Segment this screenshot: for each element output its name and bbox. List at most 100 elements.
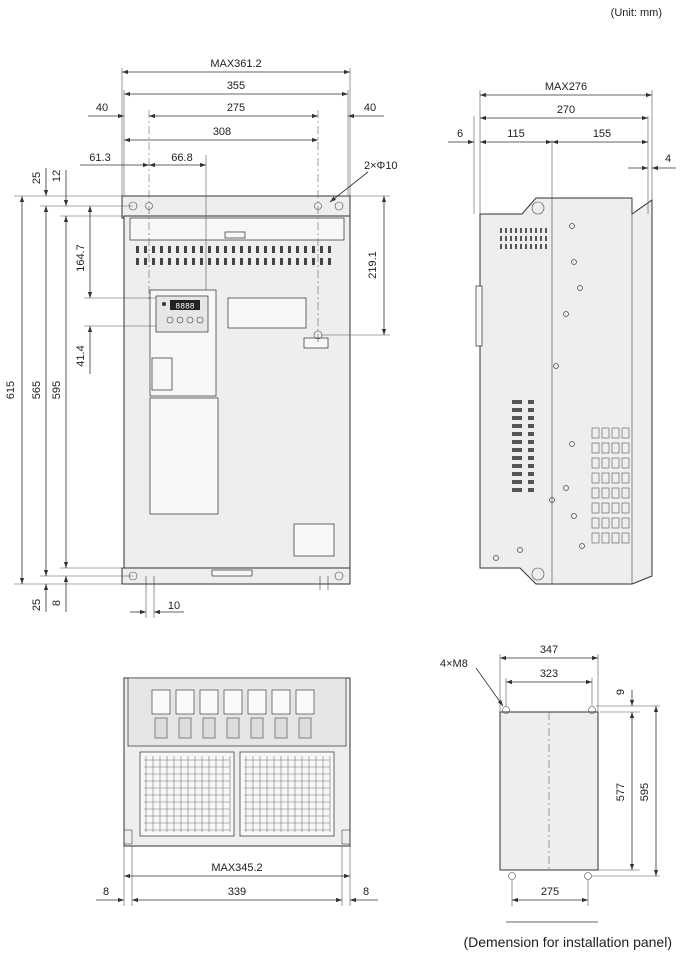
- dim-side-4: 4: [665, 153, 671, 165]
- panel-screws-callout: 4×M8: [440, 658, 468, 670]
- unit-note: (Unit: mm): [611, 7, 662, 19]
- dim-front-top-25: 25: [31, 172, 43, 184]
- side-connector: [475, 285, 483, 347]
- screw-icon: [569, 223, 575, 229]
- vent-slot: [264, 246, 267, 253]
- side-slot: [530, 244, 532, 249]
- top-right-mount-hole: [334, 201, 344, 211]
- vent-slot: [200, 258, 203, 265]
- led-digits: 8888: [175, 303, 194, 312]
- dim-front-bottom-8: 8: [51, 600, 63, 606]
- side-slot: [530, 228, 532, 233]
- screw-icon: [549, 497, 555, 503]
- terminal-screw: [178, 717, 192, 739]
- side-slot: [535, 236, 537, 241]
- bottom-view-dimensions: MAX345.2 339 8 8: [96, 846, 378, 906]
- side-view-dimensions: MAX276 270 6 115 155 4: [448, 81, 676, 214]
- side-lifting-hole-bottom: [531, 567, 545, 581]
- dim-front-164-7: 164.7: [75, 244, 87, 272]
- vent-slot: [216, 246, 219, 253]
- screw-icon: [517, 547, 523, 553]
- heatsink-fin: [611, 532, 620, 544]
- nameplate: [227, 297, 307, 329]
- side-slot: [512, 400, 522, 404]
- terminal-screw: [274, 717, 288, 739]
- side-slot: [500, 228, 502, 233]
- vent-slot: [176, 246, 179, 253]
- side-slot: [510, 244, 512, 249]
- dim-front-61-3: 61.3: [89, 152, 110, 164]
- vent-slot: [184, 258, 187, 265]
- vent-slot: [272, 258, 275, 265]
- screw-icon: [563, 311, 569, 317]
- dim-panel-347: 347: [540, 644, 558, 656]
- heatsink-fin: [611, 427, 620, 439]
- screw-icon: [571, 259, 577, 265]
- heatsink-fin: [621, 517, 630, 529]
- terminal: [247, 689, 267, 715]
- top-latch: [224, 231, 246, 239]
- side-slot: [528, 408, 534, 412]
- vent-slot: [136, 258, 139, 265]
- side-slot: [525, 236, 527, 241]
- dim-panel-275: 275: [541, 886, 559, 898]
- terminal: [223, 689, 243, 715]
- side-slot: [505, 228, 507, 233]
- vent-slot: [152, 258, 155, 265]
- vent-slot: [296, 258, 299, 265]
- vent-slot: [224, 258, 227, 265]
- dim-front-bottom-25: 25: [31, 599, 43, 611]
- vent-slot: [168, 246, 171, 253]
- side-slot: [512, 408, 522, 412]
- dim-front-right-40: 40: [364, 102, 376, 114]
- dim-side-max276: MAX276: [545, 81, 587, 93]
- heatsink-fin: [591, 532, 600, 544]
- heatsink-fin: [591, 472, 600, 484]
- heatsink-fin: [601, 532, 610, 544]
- side-slot: [512, 464, 522, 468]
- heatsink-fin: [601, 487, 610, 499]
- side-slot: [500, 236, 502, 241]
- panel-screw-icon: [584, 872, 592, 880]
- vent-slot: [224, 246, 227, 253]
- side-view: [475, 197, 653, 585]
- heatsink-fin: [601, 427, 610, 439]
- side-slot: [520, 228, 522, 233]
- side-slot: [525, 244, 527, 249]
- heatsink-fin: [621, 472, 630, 484]
- panel-view-dimensions: 347 323 4×M8 9 577 595 275: [440, 644, 660, 923]
- side-slot: [535, 244, 537, 249]
- panel-key-icon: [196, 316, 204, 324]
- vent-slot: [152, 246, 155, 253]
- side-slot: [512, 456, 522, 460]
- vent-slot: [208, 246, 211, 253]
- vent-slot: [328, 246, 331, 253]
- screw-icon: [553, 363, 559, 369]
- vent-slot: [248, 258, 251, 265]
- dim-front-219-1: 219.1: [367, 251, 379, 279]
- front-view-dimensions: MAX361.2 355 275 40 40 308 61.3 66.8 2×Φ…: [5, 58, 398, 618]
- fan-guard-left: [139, 751, 235, 837]
- bottom-latch: [211, 569, 253, 577]
- heatsink-fin: [621, 457, 630, 469]
- screw-icon: [577, 285, 583, 291]
- side-slot: [512, 488, 522, 492]
- top-cover: [129, 217, 345, 241]
- side-slot: [528, 400, 534, 404]
- dim-side-115: 115: [507, 128, 525, 140]
- bottom-slot: [145, 576, 155, 592]
- heatsink-fin: [591, 457, 600, 469]
- heatsink-fin: [591, 517, 600, 529]
- vent-slot: [240, 246, 243, 253]
- side-slot: [510, 228, 512, 233]
- bottom-right-mount-hole: [334, 571, 344, 581]
- vent-slot: [320, 258, 323, 265]
- vent-slot: [168, 258, 171, 265]
- terminal: [271, 689, 291, 715]
- dim-side-6: 6: [457, 128, 463, 140]
- vent-slot: [232, 258, 235, 265]
- heatsink-fin: [591, 487, 600, 499]
- screw-icon: [569, 441, 575, 447]
- heatsink-fin: [601, 502, 610, 514]
- dim-side-270: 270: [557, 104, 575, 116]
